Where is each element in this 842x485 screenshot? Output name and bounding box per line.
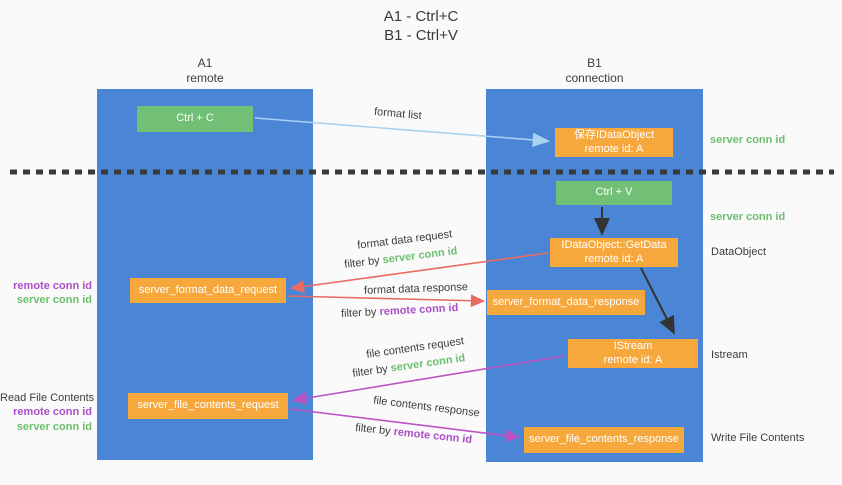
format-list-label: format list: [373, 105, 423, 123]
server-conn-id-annotation: server conn id: [16, 420, 92, 433]
server-conn-id-annotation: server conn id: [710, 211, 786, 223]
remote-conn-id-annotation: remote conn id: [13, 406, 92, 419]
idataobject-getdata-box: IDataObject::GetData remote id: A: [550, 238, 678, 267]
server-format-data-response-box: server_format_data_response: [487, 290, 645, 315]
filter-by-text: filter by: [340, 306, 380, 321]
server-conn-id-annotation: server conn id: [710, 134, 786, 146]
column-a-subtitle: remote: [186, 71, 224, 85]
server-conn-id-annotation: server conn id: [16, 294, 92, 307]
istream-line2: remote id: A: [603, 353, 663, 366]
title-line-1: A1 - Ctrl+C: [383, 8, 459, 25]
save-idataobject-box: 保存IDataObject remote id: A: [555, 128, 673, 157]
filter-by-remote-conn-id-label: filter by remote conn id: [341, 302, 459, 320]
format-response-label: server_format_data_response: [492, 295, 640, 308]
format-data-response-arrow: [287, 294, 486, 308]
filter-by-remote-conn-id-label: filter by remote conn id: [355, 422, 473, 446]
file-request-label: server_file_contents_request: [137, 399, 279, 412]
ctrl-v-box: Ctrl + V: [556, 181, 672, 205]
server-format-data-request-box: server_format_data_request: [130, 278, 286, 303]
file-request-conn-id-annotations: Read File Contents remote conn id server…: [0, 391, 95, 434]
server-file-contents-response-box: server_file_contents_response: [524, 427, 684, 453]
format-request-conn-id-annotations: remote conn id server conn id: [0, 279, 92, 308]
save-idataobject-line1: 保存IDataObject: [573, 128, 655, 141]
istream-box: IStream remote id: A: [568, 339, 698, 368]
read-file-contents-annotation: Read File Contents: [0, 392, 95, 404]
filter-by-text: filter by: [351, 362, 392, 380]
write-file-contents-annotation: Write File Contents: [711, 432, 805, 444]
getdata-line1: IDataObject::GetData: [561, 238, 667, 251]
column-b-name: B1: [587, 56, 602, 70]
diagram-title: A1 - Ctrl+C B1 - Ctrl+V: [0, 8, 842, 46]
format-request-label: server_format_data_request: [138, 283, 278, 296]
title-line-2: B1 - Ctrl+V: [384, 26, 458, 44]
save-idataobject-line2: remote id: A: [584, 142, 644, 155]
istream-annotation: Istream: [711, 349, 748, 361]
column-b-subtitle: connection: [565, 71, 624, 85]
ctrl-c-box: Ctrl + C: [137, 106, 253, 132]
remote-conn-id-text: remote conn id: [379, 301, 459, 319]
ctrl-v-label: Ctrl + V: [595, 186, 633, 199]
file-contents-response-label: file contents response: [372, 394, 481, 420]
file-response-label: server_file_contents_response: [529, 433, 679, 446]
ctrl-c-label: Ctrl + C: [176, 112, 214, 125]
istream-line1: IStream: [613, 339, 653, 352]
server-conn-id-text: server conn id: [381, 245, 459, 267]
column-a-name: A1: [197, 56, 213, 70]
getdata-line2: remote id: A: [584, 252, 644, 265]
dataobject-annotation: DataObject: [711, 246, 767, 258]
remote-conn-id-text: remote conn id: [392, 425, 473, 447]
column-a-header: A1 remote: [97, 56, 313, 86]
filter-by-text: filter by: [343, 254, 384, 271]
filter-by-text: filter by: [354, 421, 395, 438]
format-data-response-label: format data response: [363, 281, 469, 297]
server-file-contents-request-box: server_file_contents_request: [128, 393, 288, 419]
column-b-header: B1 connection: [486, 56, 703, 86]
remote-conn-id-annotation: remote conn id: [13, 280, 92, 292]
